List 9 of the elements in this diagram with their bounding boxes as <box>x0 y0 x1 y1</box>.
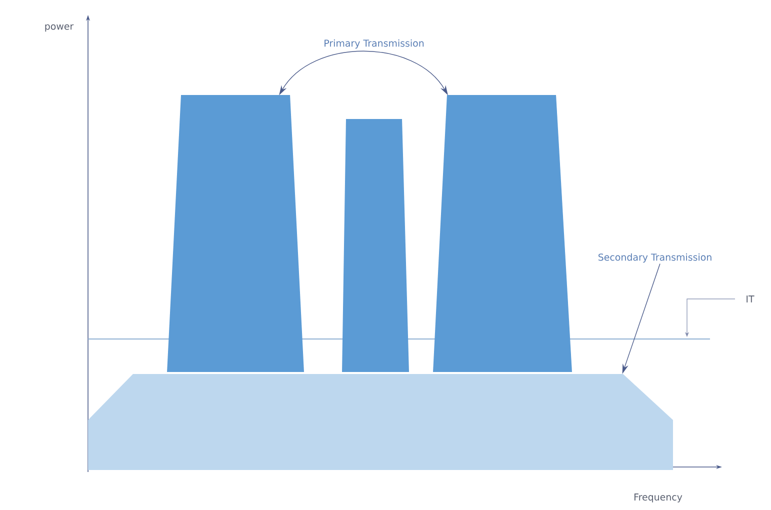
axis-label: power <box>45 24 74 32</box>
signal-block <box>342 118 409 372</box>
axis-label: Frequency <box>634 494 682 502</box>
threshold-label: IT <box>746 296 754 302</box>
annotation-text: Secondary Transmission <box>598 253 712 263</box>
secondary-band <box>88 374 673 470</box>
signal-block <box>167 94 304 372</box>
edge-label: Primary Transmission <box>322 38 426 50</box>
signal-block <box>433 94 572 372</box>
